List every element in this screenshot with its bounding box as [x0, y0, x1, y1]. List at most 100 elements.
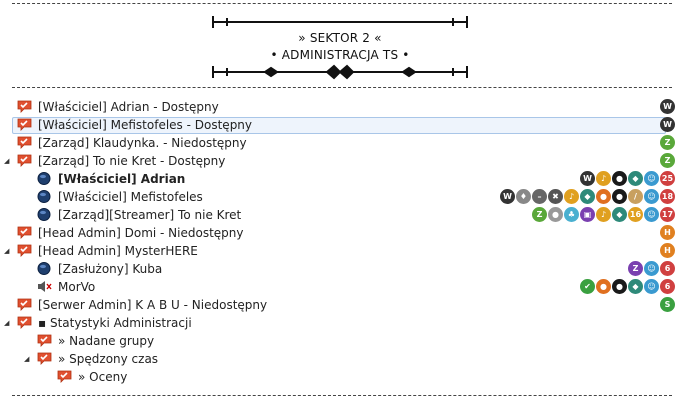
- channel-icon: [17, 316, 32, 329]
- group-badge-icon: ●: [548, 207, 563, 222]
- group-badge-icon: ☺: [644, 261, 659, 276]
- group-badge-icon: ☺: [644, 279, 659, 294]
- group-badge-icon: Z: [532, 207, 547, 222]
- row-label: [Zarząd] Klaudynka. - Niedostępny: [38, 136, 247, 150]
- group-badge-icon: ●: [596, 279, 611, 294]
- tree-row[interactable]: ◢ ▪ Statystyki Administracji: [0, 314, 679, 332]
- group-badge-icon: W: [580, 171, 595, 186]
- tree-row[interactable]: [Zasłużony] Kuba Z☺6: [0, 260, 679, 278]
- group-badge-icon: ◆: [580, 189, 595, 204]
- group-badge-icon: 25: [660, 171, 675, 186]
- group-badge-icon: ☺: [644, 171, 659, 186]
- channel-icon: [17, 226, 32, 239]
- group-badge-icon: ♦: [516, 189, 531, 204]
- tree-row[interactable]: [Serwer Admin] K A B U - Niedostępny S: [0, 296, 679, 314]
- group-badge-icon: ◆: [612, 207, 627, 222]
- group-badge-icon: ✔: [580, 279, 595, 294]
- channel-icon: [17, 136, 32, 149]
- row-label: [Zarząd][Streamer] To nie Kret: [58, 208, 242, 222]
- bottom-divider: [12, 395, 672, 396]
- tree-row[interactable]: » Nadane grupy: [0, 332, 679, 350]
- tree-row[interactable]: ◢ [Zarząd] To nie Kret - Dostępny Z: [0, 152, 679, 170]
- group-badge-icon: ●: [612, 171, 627, 186]
- group-badge-icon: 18: [660, 189, 675, 204]
- group-badge-icon: ✖: [548, 189, 563, 204]
- row-label: [Zasłużony] Kuba: [58, 262, 163, 276]
- group-badge-icon: W: [660, 117, 675, 132]
- banner-divider: [12, 87, 672, 88]
- expand-arrow-icon[interactable]: ◢: [4, 247, 10, 255]
- group-badge-icon: H: [660, 243, 675, 258]
- row-label: [Właściciel] Adrian: [58, 172, 186, 186]
- group-badge-icon: ♪: [596, 207, 611, 222]
- group-badge-icon: Z: [628, 261, 643, 276]
- group-badge-icon: ☺: [644, 207, 659, 222]
- channel-icon: [17, 244, 32, 257]
- muted-icon: [37, 280, 52, 293]
- tree-row[interactable]: MorVo✔●●◆☺6: [0, 278, 679, 296]
- tree-row[interactable]: [Zarząd] Klaudynka. - Niedostępny Z: [0, 134, 679, 152]
- group-badge-icon: ●: [596, 189, 611, 204]
- row-label: [Właściciel] Adrian - Dostępny: [38, 100, 219, 114]
- client-icon: [37, 190, 52, 203]
- tree-row[interactable]: [Właściciel] Adrian - Dostępny W: [0, 98, 679, 116]
- row-label: » Nadane grupy: [58, 334, 155, 348]
- channel-icon: [37, 334, 52, 347]
- expand-arrow-icon[interactable]: ◢: [24, 355, 30, 363]
- row-label: [Serwer Admin] K A B U - Niedostępny: [38, 298, 268, 312]
- row-label: [Head Admin] Domi - Niedostępny: [38, 226, 244, 240]
- row-label: » Oceny: [78, 370, 128, 384]
- group-badge-icon: S: [660, 297, 675, 312]
- expand-arrow-icon[interactable]: ◢: [4, 157, 10, 165]
- client-icon: [37, 262, 52, 275]
- row-label: [Właściciel] Mefistofeles - Dostępny: [38, 118, 253, 132]
- banner-title: » SEKTOR 2 «: [298, 31, 382, 45]
- group-badge-icon: /: [628, 189, 643, 204]
- group-badge-icon: ♣: [564, 207, 579, 222]
- group-badge-icon: H: [660, 225, 675, 240]
- channel-icon: [17, 154, 32, 167]
- channel-icon: [17, 118, 32, 131]
- group-badge-icon: ☺: [644, 189, 659, 204]
- tree-row[interactable]: ◢ » Spędzony czas: [0, 350, 679, 368]
- group-badge-icon: 6: [660, 279, 675, 294]
- row-label: » Spędzony czas: [58, 352, 159, 366]
- channel-icon: [37, 352, 52, 365]
- group-badge-icon: 6: [660, 261, 675, 276]
- row-label: ▪ Statystyki Administracji: [38, 316, 192, 330]
- group-badge-icon: Z: [660, 135, 675, 150]
- group-badge-icon: 16: [628, 207, 643, 222]
- sector-banner: » SEKTOR 2 « • ADMINISTRACJA TS •: [205, 12, 475, 82]
- tree-row[interactable]: [Zarząd][Streamer] To nie Kret Z●♣▣♪◆16☺1…: [0, 206, 679, 224]
- group-badge-icon: ♪: [596, 171, 611, 186]
- group-badge-icon: ●: [612, 279, 627, 294]
- client-icon: [37, 172, 52, 185]
- group-badge-icon: ▣: [580, 207, 595, 222]
- group-badge-icon: ◆: [628, 171, 643, 186]
- tree-row[interactable]: [Właściciel] Adrian W♪●◆☺25: [0, 170, 679, 188]
- expand-arrow-icon[interactable]: ◢: [4, 319, 10, 327]
- tree-row[interactable]: » Oceny: [0, 368, 679, 386]
- row-label: MorVo: [58, 280, 96, 294]
- group-badge-icon: ♪: [564, 189, 579, 204]
- banner-subtitle: • ADMINISTRACJA TS •: [270, 48, 410, 62]
- row-label: [Zarząd] To nie Kret - Dostępny: [38, 154, 226, 168]
- group-badge-icon: 17: [660, 207, 675, 222]
- group-badge-icon: W: [500, 189, 515, 204]
- client-icon: [37, 208, 52, 221]
- row-label: [Head Admin] MysterHERE: [38, 244, 198, 258]
- top-divider: [12, 3, 672, 4]
- channel-icon: [17, 298, 32, 311]
- row-label: [Właściciel] Mefistofeles: [58, 190, 203, 204]
- group-badge-icon: ◆: [628, 279, 643, 294]
- group-badge-icon: –: [532, 189, 547, 204]
- tree-row[interactable]: [Head Admin] Domi - Niedostępny H: [0, 224, 679, 242]
- tree-row[interactable]: [Właściciel] Mefistofeles - Dostępny W: [0, 116, 679, 134]
- banner-ornament-icon: [212, 16, 468, 80]
- tree-row[interactable]: ◢ [Head Admin] MysterHERE H: [0, 242, 679, 260]
- group-badge-icon: Z: [660, 153, 675, 168]
- group-badge-icon: W: [660, 99, 675, 114]
- group-badge-icon: ●: [612, 189, 627, 204]
- channel-icon: [17, 100, 32, 113]
